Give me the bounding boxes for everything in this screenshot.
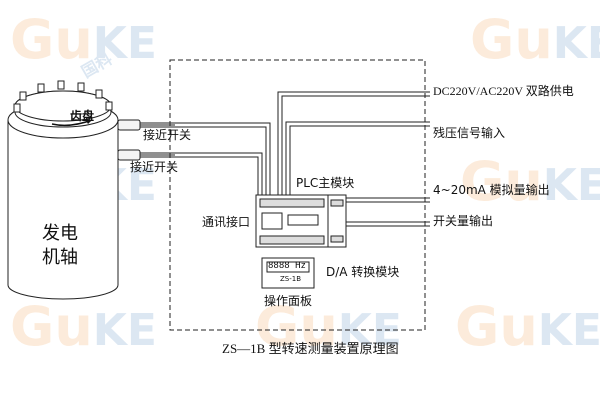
da-module — [327, 194, 347, 248]
diagram-caption: ZS—1B 型转速测量装置原理图 — [222, 341, 399, 356]
proximity-sensor-2 — [117, 149, 175, 161]
wiring — [140, 91, 430, 227]
enclosure-border — [169, 59, 426, 331]
panel-display: 8888 Hz — [268, 261, 306, 271]
proximity-switch-label-1: 接近开关 — [143, 128, 192, 142]
shaft-label-line1: 发电 — [42, 223, 78, 244]
proximity-switch-label-2: 接近开关 — [130, 160, 179, 174]
plc-label: PLC主模块 — [296, 176, 355, 190]
operation-panel — [261, 257, 315, 289]
panel-subtext: ZS-1B — [280, 275, 302, 283]
power-label: DC220V/AC220V 双路供电 — [433, 84, 574, 98]
comm-port-label: 通讯接口 — [202, 215, 251, 229]
generator-shaft — [7, 80, 119, 300]
analog-label: 4~20mA 模拟量输出 — [433, 183, 550, 197]
panel-label: 操作面板 — [264, 294, 313, 308]
residual-label: 残压信号输入 — [433, 126, 506, 140]
switch-out-label: 开关量输出 — [433, 214, 494, 228]
gear-label: 齿盘 — [70, 109, 95, 123]
plc-module — [255, 194, 329, 248]
da-label: D/A 转换模块 — [326, 265, 400, 279]
proximity-sensor-1 — [117, 119, 175, 131]
shaft-label-line2: 机轴 — [42, 247, 78, 268]
